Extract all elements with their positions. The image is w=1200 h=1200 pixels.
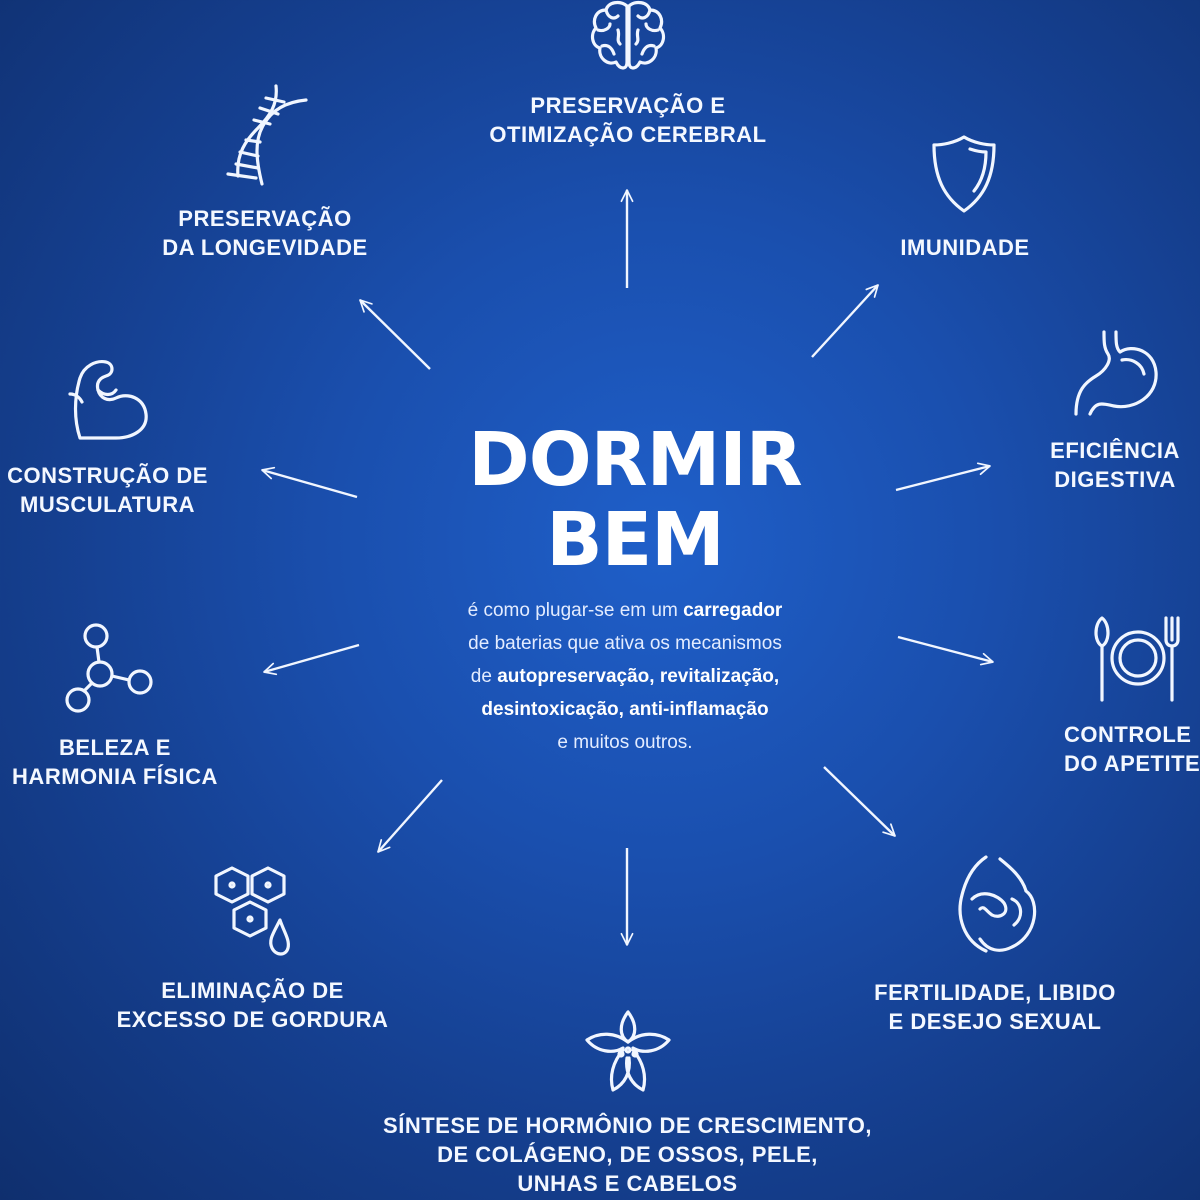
center-title-line1: DORMIR [468,417,802,503]
brain-icon [590,0,666,74]
arrow-down-right [823,766,896,837]
bicep-icon [66,358,150,440]
arrow-left-lower [263,643,360,676]
arrow-right-lower [897,635,994,666]
center-title-line2: BEM [546,497,725,583]
arrow-up-right [811,284,879,358]
plate-icon [1092,616,1182,702]
arrow-right-upper [895,462,991,492]
stomach-icon [1072,330,1160,416]
label-hormonio: SÍNTESE DE HORMÔNIO DE CRESCIMENTO,DE CO… [383,1113,872,1196]
center-description: é como plugar-se em um carregador de bat… [467,600,783,753]
fat-cells-icon [212,866,294,958]
shield-icon [930,133,998,213]
molecule-icon [64,622,156,714]
label-imunidade: IMUNIDADE [900,235,1030,260]
flower-icon [583,1010,673,1092]
arrow-down-left [377,779,443,853]
arrow-up-left [359,299,431,370]
pregnancy-icon [952,855,1042,955]
arrow-left-upper [261,466,358,499]
dna-icon [226,84,310,186]
